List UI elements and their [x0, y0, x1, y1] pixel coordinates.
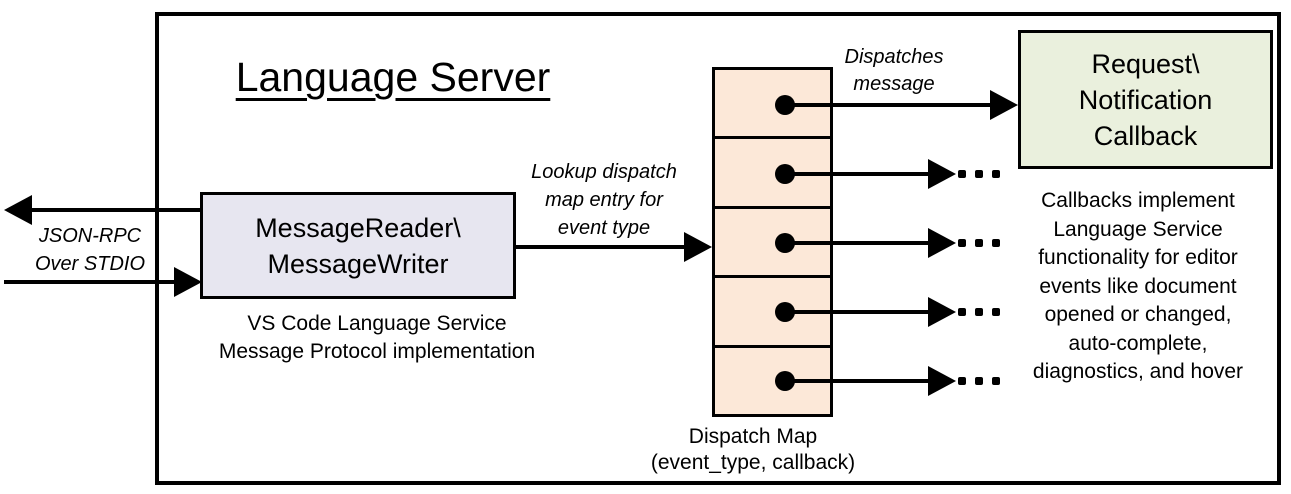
callbacks-note-line: Callbacks implement [1041, 189, 1235, 212]
dispatch-map-caption: Dispatch Map (event_type, callback) [633, 424, 873, 476]
callback-box-label: Request\ [1091, 48, 1200, 79]
lookup-dispatch-label: Lookup dispatch map entry for event type [518, 158, 690, 242]
dispatches-message-label: Dispatches message [833, 44, 955, 98]
callback-box-label: Notification [1078, 84, 1213, 115]
dispatch-map [712, 67, 833, 417]
dispatch-map-caption-line: (event_type, callback) [650, 451, 856, 474]
message-reader-writer-label: MessageWriter [267, 248, 449, 279]
callbacks-note-line: events like document [1039, 274, 1237, 298]
ellipsis-icon [958, 308, 1000, 316]
dispatch-map-row [715, 278, 830, 348]
callbacks-note-line: auto-complete, [1068, 331, 1208, 355]
ellipsis-icon [958, 377, 1000, 385]
lookup-dispatch-label-line: event type [557, 217, 651, 239]
callbacks-note-line: functionality for editor [1038, 246, 1238, 269]
ellipsis-icon [958, 239, 1000, 247]
ellipsis-icon [958, 170, 1000, 178]
callbacks-note-line: Language Service [1053, 217, 1223, 241]
reader-box-caption-line: Message Protocol implementation [218, 340, 536, 363]
language-server-boundary [155, 12, 1281, 485]
dispatch-map-row [715, 209, 830, 279]
callbacks-note-line: opened or changed, [1044, 303, 1232, 326]
dispatch-map-row [715, 139, 830, 209]
reader-box-caption-line: VS Code Language Service [247, 312, 507, 335]
dispatch-map-row [715, 348, 830, 414]
lookup-dispatch-label-line: map entry for [545, 189, 663, 211]
dispatches-message-label-line: Dispatches [844, 46, 944, 68]
callback-box-label: Callback [1093, 120, 1198, 151]
dispatch-map-caption-line: Dispatch Map [688, 425, 818, 448]
request-notification-callback-box: Request\ Notification Callback [1018, 30, 1273, 169]
reader-box-caption: VS Code Language Service Message Protoco… [187, 310, 567, 366]
dispatches-message-label-line: message [853, 73, 935, 95]
callbacks-note: Callbacks implement Language Service fun… [1002, 187, 1274, 387]
message-reader-writer-label: MessageReader\ [255, 212, 461, 243]
lookup-dispatch-label-line: Lookup dispatch [531, 161, 677, 183]
json-rpc-stdio-label-line: JSON-RPC [38, 225, 142, 247]
callbacks-note-line: diagnostics, and hover [1032, 360, 1244, 383]
diagram-title: Language Server [235, 54, 551, 100]
message-reader-writer-box: MessageReader\ MessageWriter [200, 192, 516, 299]
dispatch-map-row [715, 70, 830, 140]
json-rpc-stdio-label-line: Over STDIO [34, 253, 145, 275]
json-rpc-stdio-label: JSON-RPC Over STDIO [20, 222, 160, 278]
